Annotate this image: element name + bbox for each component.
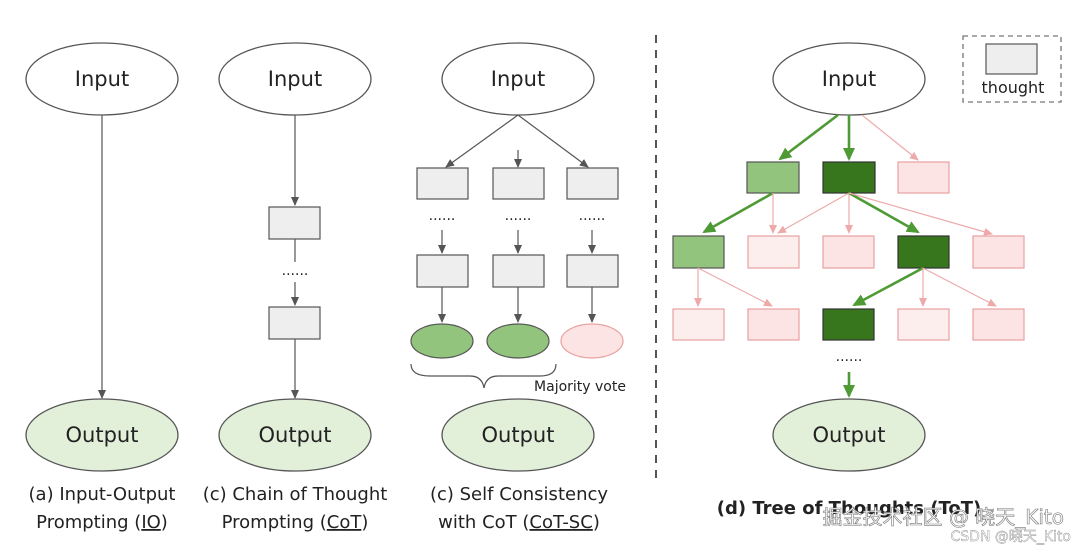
cotsc-output-node	[441, 398, 595, 472]
cot-caption-line2: Prompting (CoT)	[222, 512, 369, 533]
io-input-label: Input	[75, 67, 129, 91]
cotsc-majority-brace	[410, 363, 557, 389]
cotsc-arrow-top-right	[517, 114, 589, 168]
tot-l3-node-a	[672, 308, 725, 341]
legend-box	[962, 35, 1062, 103]
io-caption-line2: Prompting (IO)	[36, 512, 168, 533]
cotsc-answer-c	[560, 323, 624, 359]
cotsc-caption-line2: with CoT (CoT-SC)	[438, 512, 600, 533]
cotsc-answer-a	[410, 323, 474, 359]
cotsc-dots-b: ......	[505, 208, 532, 224]
tot-arrow-l1b-l2b	[777, 192, 850, 234]
cotsc-dots-a: ......	[429, 208, 456, 224]
tot-l2-node-e	[972, 235, 1025, 269]
tot-arrow-in-l1a	[778, 113, 839, 161]
io-caption-line1: (a) Input-Output	[29, 484, 176, 505]
cot-panel: Input ...... Output (c) Chain of Thought…	[203, 42, 388, 533]
tot-l3-node-e	[972, 308, 1025, 341]
cotsc-arrow-top-left	[445, 114, 519, 168]
cot-output-node	[218, 398, 372, 472]
tot-arrow-l2a-l3b	[697, 267, 773, 307]
cotsc-answer-b	[486, 323, 550, 359]
tot-l1-node-b	[822, 161, 876, 194]
cotsc-thought-a2	[416, 254, 469, 288]
tot-l2-node-a	[672, 235, 725, 269]
tot-arrow-l2d-l3e	[922, 267, 997, 307]
tot-l2-node-c	[822, 235, 875, 269]
cotsc-output-label: Output	[482, 423, 555, 447]
cotsc-dots-c: ......	[579, 208, 606, 224]
cotsc-panel: Input ...... ...... ...... Majority vote…	[410, 42, 626, 533]
tot-caption: (d) Tree of Thoughts (ToT)	[717, 498, 981, 519]
tot-arrow-l1b-l2e	[848, 192, 993, 236]
io-output-label: Output	[66, 423, 139, 447]
cotsc-majority-vote-label: Majority vote	[534, 379, 626, 395]
tot-panel: thought Input	[672, 35, 1062, 519]
watermark-sub: CSDN @晓天_Kito	[951, 529, 1072, 545]
legend-thought-swatch	[985, 43, 1038, 75]
legend-thought-label: thought	[982, 78, 1045, 97]
tot-arrow-l2d-l3c	[852, 266, 924, 307]
tot-arrow-in-l1c	[861, 114, 919, 161]
cotsc-caption-line1: (c) Self Consistency	[430, 484, 608, 505]
io-output-node	[25, 398, 179, 472]
tot-arrow-l1b-l2d	[848, 191, 920, 234]
tot-arrow-l1a-l2a	[702, 191, 774, 234]
tot-l1-node-c	[897, 161, 950, 194]
watermark-main: 掘金技术社区 @ 晓天_Kito	[823, 505, 1064, 529]
cot-output-label: Output	[259, 423, 332, 447]
cotsc-thought-c1	[566, 167, 619, 200]
tot-output-node	[772, 398, 926, 472]
tot-l3-node-c	[822, 308, 875, 341]
tot-l3-node-b	[747, 308, 800, 341]
tot-l2-node-d	[897, 235, 950, 269]
cot-thought-1	[268, 206, 321, 240]
tot-l1-node-a	[746, 161, 800, 194]
cotsc-input-label: Input	[491, 67, 545, 91]
tot-dots: ......	[836, 349, 863, 365]
tot-l3-node-d	[897, 308, 950, 341]
io-panel: Input Output (a) Input-Output Prompting …	[25, 42, 179, 533]
cotsc-thought-b2	[492, 254, 545, 288]
cotsc-thought-a1	[416, 167, 469, 200]
cot-input-label: Input	[268, 67, 322, 91]
tot-l2-node-b	[747, 235, 800, 269]
cot-thought-2	[268, 306, 321, 340]
cotsc-thought-c2	[566, 254, 619, 288]
cot-caption-line1: (c) Chain of Thought	[203, 484, 388, 505]
cotsc-thought-b1	[492, 167, 545, 200]
tot-input-label: Input	[822, 67, 876, 91]
cot-dots: ......	[282, 263, 309, 279]
tot-output-label: Output	[813, 423, 886, 447]
